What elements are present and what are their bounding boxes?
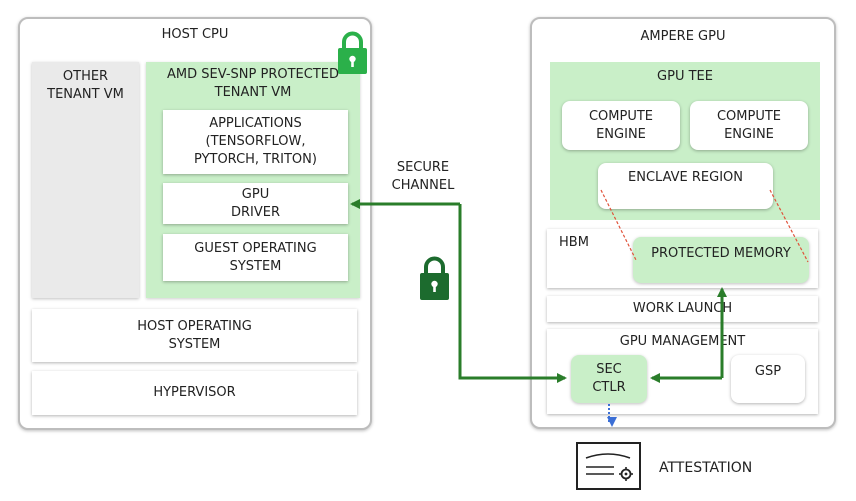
enclave-mapping-line-left <box>600 189 637 261</box>
host-cpu-title: HOST CPU <box>161 27 229 42</box>
applications-box: APPLICATIONS (TENSORFLOW, PYTORCH, TRITO… <box>163 110 348 174</box>
channel-lock-icon <box>420 256 449 300</box>
attestation-certificate-icon <box>576 442 641 490</box>
enclave-mapping-line-right <box>769 189 809 263</box>
work-launch-box: WORK LAUNCH <box>547 296 818 322</box>
gpu-tee-label: GPU TEE <box>657 69 713 84</box>
lock-icon <box>338 31 367 74</box>
guest-os-box: GUEST OPERATING SYSTEM <box>163 234 348 281</box>
sec-ctlr: SEC CTLR <box>571 355 647 403</box>
gpu-driver-label: GPU DRIVER <box>230 186 281 220</box>
host-os-label: HOST OPERATING SYSTEM <box>137 318 252 352</box>
protected-tenant-vm-label: AMD SEV-SNP PROTECTED TENANT VM <box>167 67 339 100</box>
sec-ctlr-label: SEC CTLR <box>592 362 626 395</box>
host-os-box: HOST OPERATING SYSTEM <box>32 309 357 362</box>
secure-channel-arrow <box>458 204 567 383</box>
hypervisor-box: HYPERVISOR <box>32 371 357 415</box>
gpu-driver-box: GPU DRIVER <box>163 183 348 224</box>
work-launch-label: WORK LAUNCH <box>632 301 733 316</box>
guest-os-label: GUEST OPERATING SYSTEM <box>194 240 317 274</box>
hypervisor-label: HYPERVISOR <box>153 385 236 400</box>
enclave-region-label: ENCLAVE REGION <box>628 170 743 185</box>
gsp-box: GSP <box>731 355 805 403</box>
protected-memory-label: PROTECTED MEMORY <box>651 246 791 261</box>
protected-memory: PROTECTED MEMORY <box>633 237 809 283</box>
enclave-region: ENCLAVE REGION <box>598 163 773 209</box>
other-tenant-vm-label: OTHER TENANT VM <box>47 69 124 102</box>
ampere-gpu-title: AMPERE GPU <box>640 29 726 44</box>
compute-engine-1-label: COMPUTE ENGINE <box>588 108 654 142</box>
gsp-label: GSP <box>754 364 782 379</box>
other-tenant-vm: OTHER TENANT VM <box>32 62 139 298</box>
attestation-label: ATTESTATION <box>659 460 753 476</box>
compute-engine-2-label: COMPUTE ENGINE <box>716 108 782 142</box>
applications-label: APPLICATIONS (TENSORFLOW, PYTORCH, TRITO… <box>194 116 317 167</box>
hbm-label: HBM <box>559 235 589 250</box>
secure-channel-label: SECURE CHANNEL <box>391 160 455 193</box>
compute-engine-2: COMPUTE ENGINE <box>690 101 808 150</box>
compute-engine-1: COMPUTE ENGINE <box>562 101 680 150</box>
